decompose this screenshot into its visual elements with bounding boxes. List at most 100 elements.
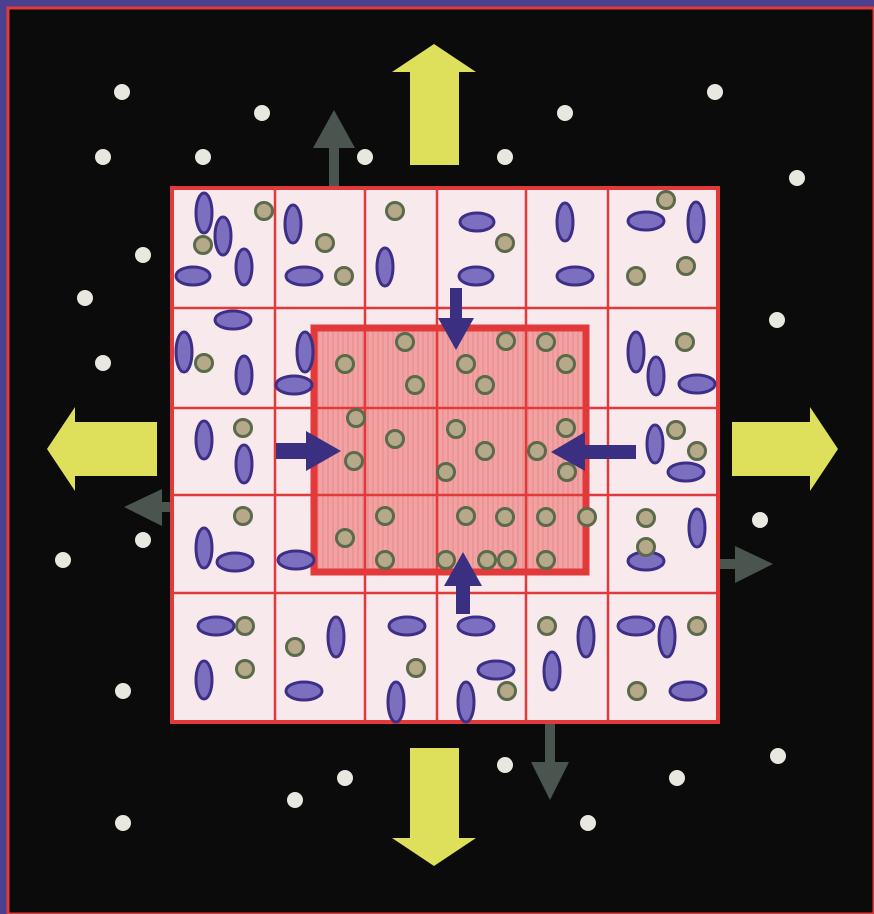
outer-dot-icon: [114, 84, 130, 100]
green-dot-icon: [438, 552, 455, 569]
green-dot-icon: [677, 334, 694, 351]
green-dot-icon: [559, 464, 576, 481]
ellipse-shape-icon: [647, 425, 663, 463]
ellipse-shape-icon: [196, 421, 212, 459]
green-dot-icon: [579, 509, 596, 526]
outer-dot-icon: [287, 792, 303, 808]
outer-dot-icon: [357, 149, 373, 165]
green-dot-icon: [497, 235, 514, 252]
outer-dot-icon: [115, 683, 131, 699]
green-dot-icon: [408, 660, 425, 677]
ellipse-shape-icon: [679, 375, 715, 393]
green-dot-icon: [346, 453, 363, 470]
green-dot-icon: [336, 268, 353, 285]
green-dot-icon: [529, 443, 546, 460]
green-dot-icon: [337, 530, 354, 547]
green-dot-icon: [407, 377, 424, 394]
green-dot-icon: [689, 443, 706, 460]
ellipse-shape-icon: [276, 376, 312, 394]
green-dot-icon: [397, 334, 414, 351]
green-dot-icon: [638, 510, 655, 527]
green-dot-icon: [539, 618, 556, 635]
green-dot-icon: [479, 552, 496, 569]
ellipse-shape-icon: [458, 617, 494, 635]
green-dot-icon: [196, 355, 213, 372]
outer-dot-icon: [669, 770, 685, 786]
green-dot-icon: [558, 420, 575, 437]
ellipse-shape-icon: [176, 332, 192, 372]
green-dot-icon: [458, 508, 475, 525]
outer-dot-icon: [497, 149, 513, 165]
outer-dot-icon: [789, 170, 805, 186]
outer-dot-icon: [135, 247, 151, 263]
outer-dot-icon: [95, 355, 111, 371]
ellipse-shape-icon: [217, 553, 253, 571]
ellipse-shape-icon: [689, 509, 705, 547]
ellipse-shape-icon: [278, 551, 314, 569]
ellipse-shape-icon: [198, 617, 234, 635]
ellipse-shape-icon: [648, 357, 664, 395]
green-dot-icon: [348, 410, 365, 427]
ellipse-shape-icon: [196, 661, 212, 699]
outer-dot-icon: [254, 105, 270, 121]
green-dot-icon: [317, 235, 334, 252]
green-dot-icon: [668, 422, 685, 439]
outer-dot-icon: [77, 290, 93, 306]
outer-dot-icon: [707, 84, 723, 100]
green-dot-icon: [448, 421, 465, 438]
ellipse-shape-icon: [196, 528, 212, 568]
ellipse-shape-icon: [286, 267, 322, 285]
ellipse-shape-icon: [388, 682, 404, 722]
green-dot-icon: [477, 377, 494, 394]
green-dot-icon: [387, 431, 404, 448]
green-dot-icon: [237, 661, 254, 678]
green-dot-icon: [689, 618, 706, 635]
green-dot-icon: [538, 509, 555, 526]
outer-dot-icon: [752, 512, 768, 528]
ellipse-shape-icon: [557, 203, 573, 241]
outer-dot-icon: [770, 748, 786, 764]
green-dot-icon: [195, 237, 212, 254]
ellipse-shape-icon: [544, 652, 560, 690]
green-dot-icon: [558, 356, 575, 373]
outer-dot-icon: [337, 770, 353, 786]
green-dot-icon: [499, 552, 516, 569]
ellipse-shape-icon: [478, 661, 514, 679]
outer-dot-icon: [497, 757, 513, 773]
green-dot-icon: [498, 333, 515, 350]
ellipse-shape-icon: [618, 617, 654, 635]
ellipse-shape-icon: [286, 682, 322, 700]
ellipse-shape-icon: [236, 249, 252, 285]
ellipse-shape-icon: [215, 217, 231, 255]
green-dot-icon: [678, 258, 695, 275]
green-dot-icon: [287, 639, 304, 656]
ellipse-shape-icon: [628, 212, 664, 230]
outer-dot-icon: [769, 312, 785, 328]
green-dot-icon: [235, 508, 252, 525]
ellipse-shape-icon: [668, 463, 704, 481]
green-dot-icon: [237, 618, 254, 635]
green-dot-icon: [377, 508, 394, 525]
ellipse-shape-icon: [460, 213, 494, 231]
green-dot-icon: [638, 539, 655, 556]
ellipse-shape-icon: [236, 445, 252, 483]
green-dot-icon: [387, 203, 404, 220]
green-dot-icon: [438, 464, 455, 481]
outer-dot-icon: [580, 815, 596, 831]
green-dot-icon: [497, 509, 514, 526]
outer-dot-icon: [55, 552, 71, 568]
ellipse-shape-icon: [557, 267, 593, 285]
ellipse-shape-icon: [236, 356, 252, 394]
green-dot-icon: [538, 334, 555, 351]
green-dot-icon: [628, 268, 645, 285]
green-dot-icon: [235, 420, 252, 437]
outer-dot-icon: [557, 105, 573, 121]
green-dot-icon: [477, 443, 494, 460]
ellipse-shape-icon: [215, 311, 251, 329]
ellipse-shape-icon: [459, 267, 493, 285]
ellipse-shape-icon: [458, 682, 474, 722]
outer-dot-icon: [95, 149, 111, 165]
green-dot-icon: [458, 356, 475, 373]
